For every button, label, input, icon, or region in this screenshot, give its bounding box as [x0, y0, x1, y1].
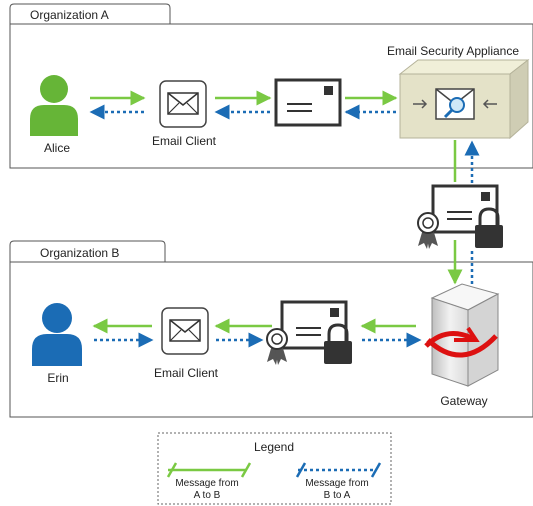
- message-envelope-icon: [274, 78, 342, 127]
- org-a-box: [9, 3, 533, 169]
- erin-label: Erin: [47, 371, 69, 385]
- legend-box: [157, 432, 392, 505]
- flow-arrows-vertical: [447, 140, 480, 285]
- email-security-appliance-icon: [398, 58, 530, 140]
- email-client-b-label: Email Client: [153, 366, 219, 380]
- org-a-title: Organization A: [30, 8, 109, 22]
- gateway-server-icon: [424, 283, 500, 387]
- flow-arrows-org-a: [89, 90, 398, 120]
- alice-person-icon: [30, 75, 78, 136]
- legend-item-a-to-b: Message from A to B: [167, 478, 247, 502]
- email-client-a-label: Email Client: [151, 134, 217, 148]
- org-b-box: [9, 240, 533, 418]
- legend-item-b-to-a-line2: B to A: [323, 490, 351, 501]
- email-client-b-icon: [161, 307, 209, 355]
- appliance-label: Email Security Appliance: [386, 44, 520, 58]
- signed-encrypted-message-b-icon: [266, 300, 352, 365]
- org-b-title: Organization B: [40, 246, 120, 260]
- erin-person-icon: [32, 303, 82, 366]
- legend-title: Legend: [253, 440, 295, 454]
- alice-label: Alice: [43, 141, 71, 155]
- legend-item-b-to-a-line1: Message from: [305, 478, 369, 489]
- gateway-label: Gateway: [440, 394, 488, 408]
- email-client-a-icon: [159, 80, 207, 128]
- legend-item-a-to-b-line2: A to B: [193, 490, 221, 501]
- legend-item-b-to-a: Message from B to A: [297, 478, 377, 502]
- signed-encrypted-message-icon: [417, 184, 503, 249]
- flow-arrows-org-b: [92, 318, 422, 348]
- legend-item-a-to-b-line1: Message from: [175, 478, 239, 489]
